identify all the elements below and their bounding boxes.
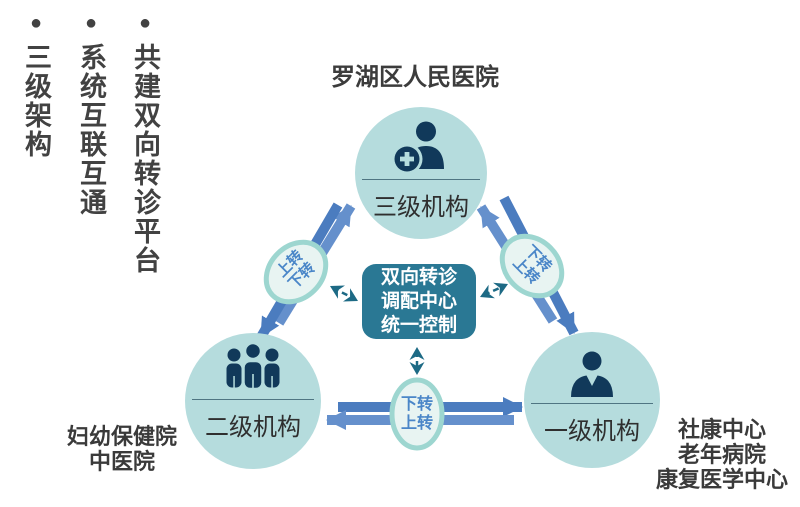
heading-text: 三级架构	[21, 43, 51, 159]
control-link-arrowheads	[330, 282, 508, 375]
vertical-heading-platform: ● 共建双向转诊平台	[126, 12, 165, 275]
doctor-icon	[391, 121, 444, 175]
node-label: 三级机构	[373, 194, 469, 221]
people-group-icon	[226, 343, 280, 391]
primary-caption: 社康中心 老年病院 康复医学中心	[642, 417, 800, 492]
cross-icon	[400, 152, 414, 166]
vertical-heading-interconnect: ● 系统互联互通	[72, 12, 111, 217]
node-label: 一级机构	[544, 418, 640, 445]
bullet-icon: ●	[134, 12, 156, 34]
dispatch-line: 统一控制	[380, 314, 457, 336]
dispatch-line: 调配中心	[380, 290, 457, 312]
transfer-oval-right	[499, 233, 565, 299]
transfer-label-bottom: 下转 上转	[382, 395, 452, 433]
transfer-oval-left	[263, 239, 329, 305]
heading-text: 系统互联互通	[76, 43, 106, 217]
divider	[361, 179, 481, 180]
bullet-icon: ●	[25, 12, 47, 34]
heading-text: 共建双向转诊平台	[130, 43, 160, 275]
secondary-caption: 妇幼保健院 中医院	[52, 424, 192, 474]
divider	[191, 399, 315, 400]
bullet-icon: ●	[80, 12, 102, 34]
caption-line: 老年病院	[677, 442, 766, 467]
dispatch-line: 双向转诊	[380, 266, 457, 288]
person-icon	[571, 351, 613, 397]
caption-line: 中医院	[88, 449, 155, 474]
divider	[530, 403, 654, 404]
caption-line: 妇幼保健院	[66, 424, 177, 449]
node-tertiary: 三级机构	[355, 107, 487, 239]
caption-line: 社康中心	[677, 417, 766, 442]
transfer-text: 上转	[400, 415, 433, 432]
dispatch-center-box: 双向转诊 调配中心 统一控制	[362, 264, 476, 339]
node-primary: 一级机构	[524, 332, 660, 468]
hospital-title: 罗湖区人民医院	[331, 64, 499, 91]
vertical-heading-architecture: ● 三级架构	[17, 12, 56, 159]
node-secondary: 二级机构	[185, 333, 321, 469]
caption-line: 康复医学中心	[655, 467, 788, 492]
transfer-oval-bottom	[389, 377, 445, 451]
node-label: 二级机构	[205, 414, 301, 441]
transfer-text: 下转	[400, 396, 433, 413]
